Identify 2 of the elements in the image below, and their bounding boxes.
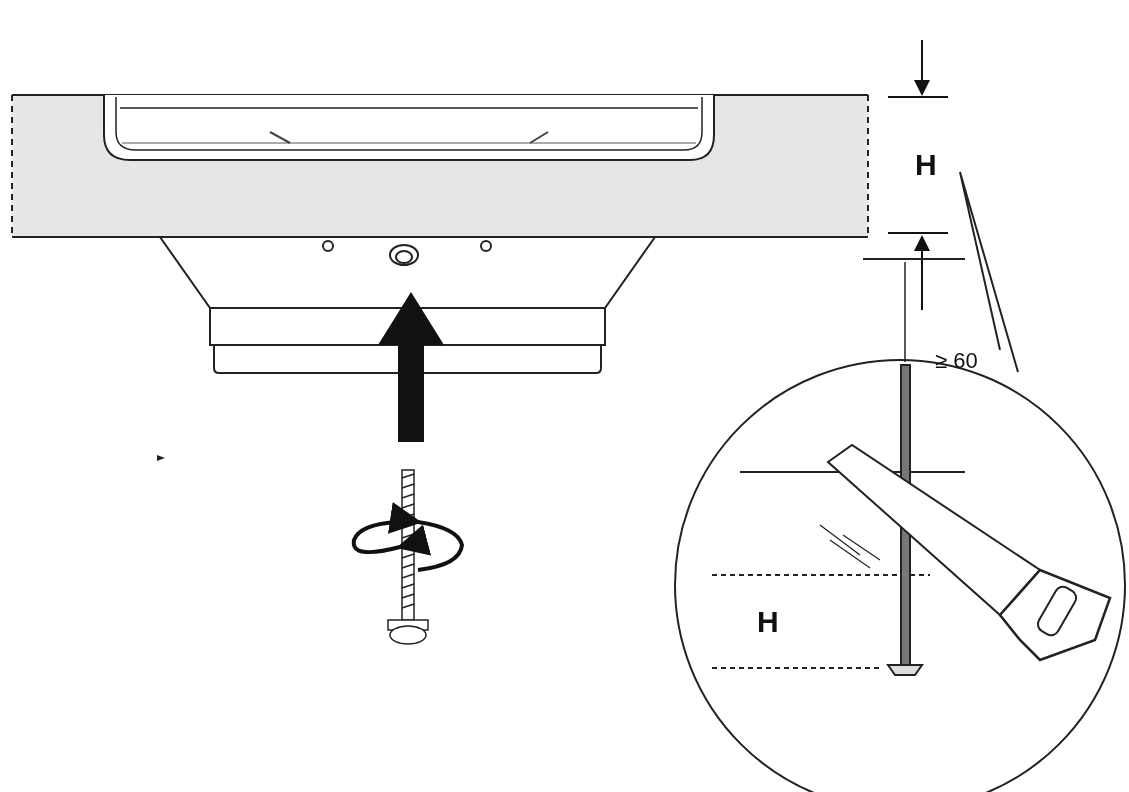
dimension-label: H [757, 607, 779, 637]
dimension-label: H [915, 150, 937, 180]
